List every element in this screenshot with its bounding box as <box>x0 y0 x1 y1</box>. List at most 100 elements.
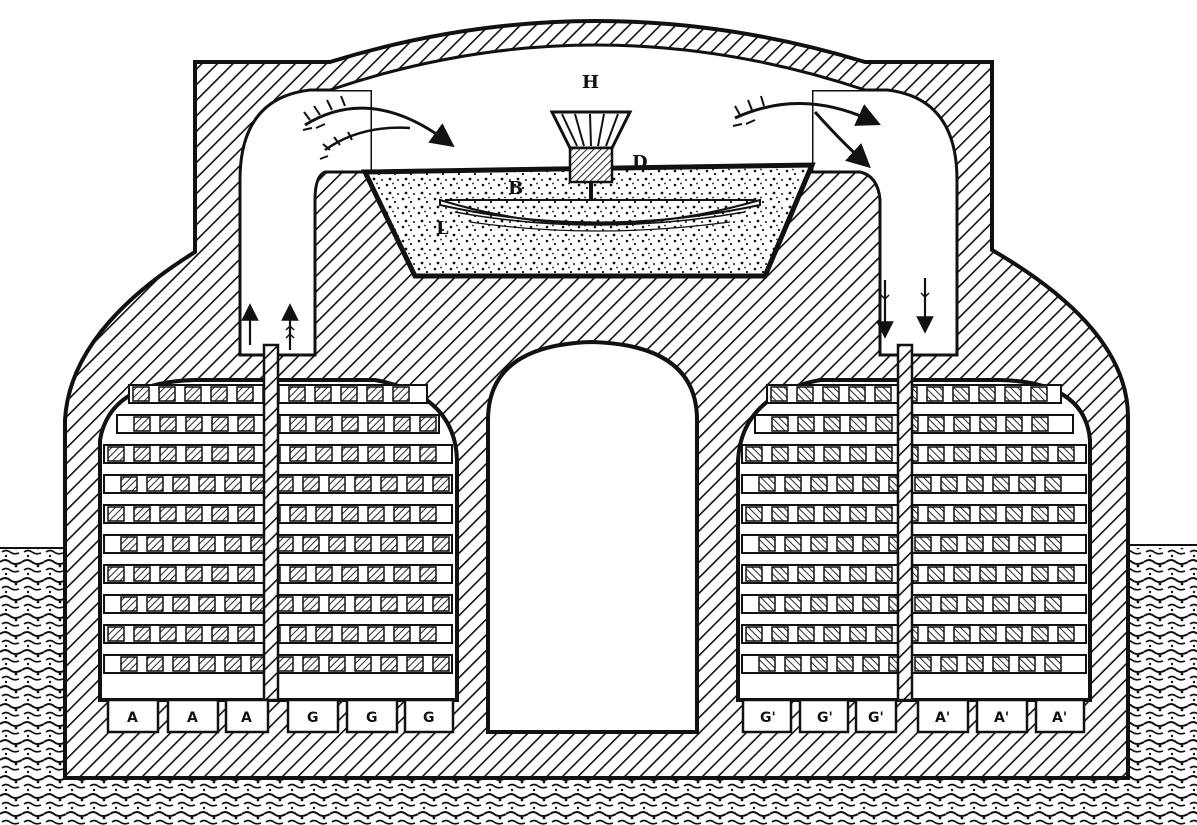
checker-brick <box>159 416 177 432</box>
checker-brick <box>393 446 411 462</box>
checker-brick <box>211 446 229 462</box>
checker-brick <box>302 476 320 492</box>
checker-brick <box>146 596 164 612</box>
checker-brick <box>966 596 984 612</box>
label-g-1: G <box>307 710 319 726</box>
checker-brick <box>758 596 776 612</box>
checker-brick <box>992 536 1010 552</box>
checker-brick <box>380 596 398 612</box>
checker-brick <box>927 446 945 462</box>
label-h: H <box>582 72 599 93</box>
checker-brick <box>979 446 997 462</box>
checker-brick <box>367 506 385 522</box>
checker-brick <box>367 566 385 582</box>
checker-brick <box>1018 656 1036 672</box>
checker-brick <box>185 416 203 432</box>
checker-brick <box>966 656 984 672</box>
checker-brick <box>784 536 802 552</box>
checker-brick <box>133 416 151 432</box>
checker-brick <box>849 416 867 432</box>
checker-brick <box>979 566 997 582</box>
checker-brick <box>406 596 424 612</box>
checker-brick <box>328 476 346 492</box>
checker-brick <box>770 386 788 402</box>
checker-brick <box>172 476 190 492</box>
checker-brick <box>185 446 203 462</box>
checker-brick <box>302 536 320 552</box>
checker-brick <box>120 536 138 552</box>
checker-brick <box>289 626 307 642</box>
checker-brick <box>1005 566 1023 582</box>
checker-brick <box>224 476 242 492</box>
checker-brick <box>797 566 815 582</box>
checker-brick <box>771 446 789 462</box>
checker-brick <box>159 446 177 462</box>
checker-brick <box>120 476 138 492</box>
checker-brick <box>367 626 385 642</box>
checker-brick <box>146 476 164 492</box>
checker-brick <box>289 446 307 462</box>
label-g-3: G <box>423 710 435 726</box>
checker-brick <box>185 506 203 522</box>
checker-brick <box>745 566 763 582</box>
label-b: B <box>508 178 523 199</box>
checker-brick <box>276 536 294 552</box>
checker-brick <box>862 476 880 492</box>
checker-brick <box>380 476 398 492</box>
checker-brick <box>797 506 815 522</box>
checker-brick <box>211 626 229 642</box>
checker-brick <box>302 596 320 612</box>
checker-brick <box>328 596 346 612</box>
checker-brick <box>1044 656 1062 672</box>
checker-brick <box>341 416 359 432</box>
checker-brick <box>979 416 997 432</box>
checker-brick <box>953 506 971 522</box>
checker-brick <box>211 416 229 432</box>
checker-brick <box>289 566 307 582</box>
checker-brick <box>1057 566 1075 582</box>
checker-brick <box>432 476 450 492</box>
checker-brick <box>1030 386 1048 402</box>
checker-brick <box>159 506 177 522</box>
checker-brick <box>288 386 306 402</box>
checker-brick <box>745 446 763 462</box>
checker-brick <box>1031 446 1049 462</box>
checker-brick <box>978 386 996 402</box>
gas-flow-arrows-left <box>302 95 455 160</box>
checker-brick <box>146 656 164 672</box>
left-flue-passage <box>238 88 374 357</box>
checker-brick <box>380 536 398 552</box>
checker-brick <box>315 506 333 522</box>
checker-brick <box>875 566 893 582</box>
checker-brick <box>862 596 880 612</box>
checker-brick <box>849 626 867 642</box>
checker-brick <box>797 626 815 642</box>
checker-brick <box>914 536 932 552</box>
checker-brick <box>823 446 841 462</box>
checker-brick <box>172 596 190 612</box>
checker-brick <box>419 566 437 582</box>
checker-brick <box>1057 626 1075 642</box>
furnace-chamber <box>330 45 865 172</box>
checker-brick <box>1031 416 1049 432</box>
checker-brick <box>836 596 854 612</box>
checker-brick <box>836 536 854 552</box>
checker-brick <box>836 656 854 672</box>
checker-brick <box>940 656 958 672</box>
checker-brick <box>940 536 958 552</box>
label-a-3: A <box>241 710 252 726</box>
checker-brick <box>172 656 190 672</box>
checker-brick <box>107 626 125 642</box>
checker-brick <box>314 386 332 402</box>
checker-brick <box>354 536 372 552</box>
label-a-2: A <box>187 710 198 726</box>
checker-brick <box>927 626 945 642</box>
checker-brick <box>237 626 255 642</box>
checker-brick <box>107 566 125 582</box>
checker-brick <box>927 416 945 432</box>
label-l: L <box>436 218 449 239</box>
checker-brick <box>184 386 202 402</box>
checker-brick <box>158 386 176 402</box>
checker-brick <box>315 416 333 432</box>
checker-brick <box>211 566 229 582</box>
